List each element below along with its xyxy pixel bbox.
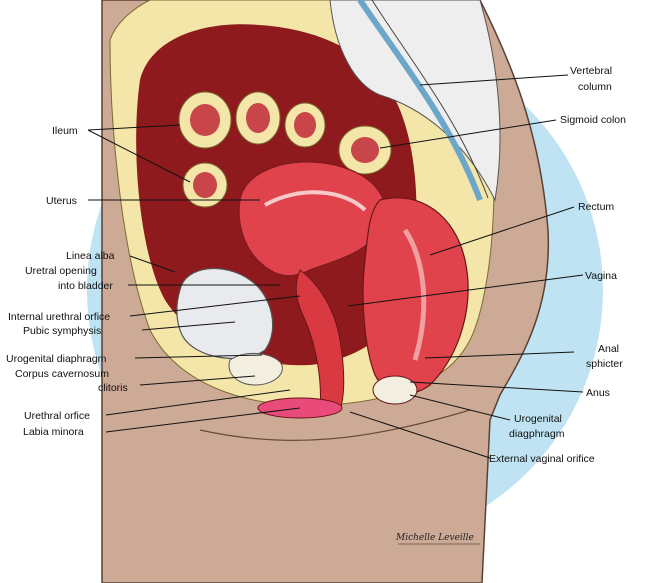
label-pubic-symphysis: Pubic symphysis <box>23 325 101 337</box>
ileum-loop <box>193 172 217 198</box>
label-anal-sphicter: sphicter <box>586 358 623 370</box>
label-urogenital-diagphragm: Urogenital <box>514 413 562 425</box>
label-rectum: Rectum <box>578 201 614 213</box>
label-vertebral-column: Vertebral <box>570 65 612 77</box>
label-sigmoid-colon: Sigmoid colon <box>560 114 626 126</box>
label-urogenital-diaphragm: Urogenital diaphragm <box>6 353 107 365</box>
label-internal-urethral-orfice: Internal urethral orfice <box>8 311 110 323</box>
label-labia-minora: Labia minora <box>23 426 84 438</box>
artist-signature: Michelle Leveille <box>395 533 474 543</box>
label-corpus-cavernosum: Corpus cavernosum <box>15 368 109 380</box>
pubic-symphysis-shape <box>229 353 282 385</box>
label-vertebral-column: column <box>578 81 612 93</box>
label-external-vaginal-orifice: External vaginal orifice <box>489 453 595 465</box>
sigmoid-colon-lumen <box>351 137 379 163</box>
ileum-loop <box>190 104 220 136</box>
label-ileum: Ileum <box>52 125 78 137</box>
label-uretral-opening: into bladder <box>58 280 113 292</box>
label-anus: Anus <box>586 387 610 399</box>
label-vagina: Vagina <box>585 270 617 282</box>
label-anal-sphicter: Anal <box>598 343 619 355</box>
label-corpus-cavernosum: clitoris <box>98 382 128 394</box>
label-linea-alba: Linea alba <box>66 250 115 262</box>
label-urethral-orfice: Urethral orfice <box>24 410 90 422</box>
anal-sphincter-shape <box>373 376 417 404</box>
ileum-loop <box>294 112 316 138</box>
ileum-loop <box>246 103 270 133</box>
label-urogenital-diagphragm: diagphragm <box>509 428 565 440</box>
label-uretral-opening: Uretral opening <box>25 265 97 277</box>
label-uterus: Uterus <box>46 195 77 207</box>
